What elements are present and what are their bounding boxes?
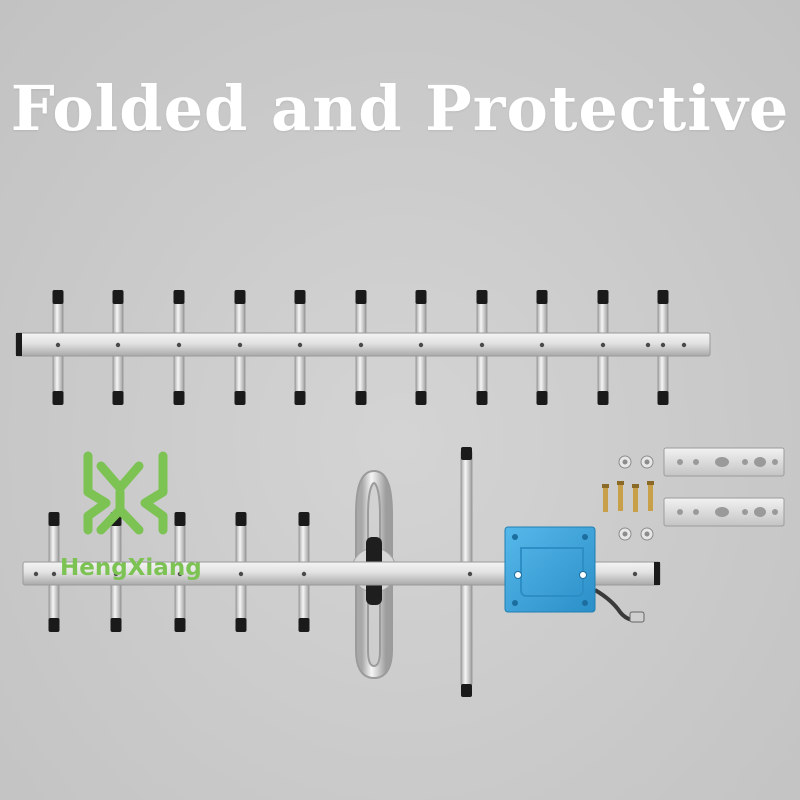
- boom-hole: [600, 342, 606, 348]
- boom-hole: [115, 342, 121, 348]
- folded-antenna-top: [15, 290, 711, 405]
- brand-logo: HengXiang: [60, 451, 202, 581]
- bolts: [602, 481, 654, 512]
- mounting-bracket-bottom: [663, 497, 785, 527]
- mounting-hardware: [602, 447, 785, 541]
- boom-hole: [33, 571, 39, 577]
- brand-name: HengXiang: [60, 555, 202, 581]
- boom-hole: [113, 571, 119, 577]
- boom-hole: [297, 342, 303, 348]
- boom-hole: [645, 342, 651, 348]
- boom-hole: [539, 342, 545, 348]
- boom-hole: [467, 571, 473, 577]
- boom-hole: [301, 571, 307, 577]
- boom-hole: [237, 342, 243, 348]
- hengxiang-logo-icon: [83, 451, 168, 535]
- bottom-boom-holes: [33, 571, 638, 577]
- feed-housing: [504, 526, 596, 613]
- top-boom-end-cap: [16, 333, 22, 356]
- boom-hole: [418, 342, 424, 348]
- boom-hole: [176, 342, 182, 348]
- boom-hole: [681, 342, 687, 348]
- bottom-element-rods: [48, 512, 310, 632]
- headline: Folded and Protective: [10, 72, 790, 145]
- boom-hole: [358, 342, 364, 348]
- boom-hole: [238, 571, 244, 577]
- boom-hole: [55, 342, 61, 348]
- bottom-boom-end-cap: [654, 562, 660, 585]
- mounting-bracket-top: [663, 447, 785, 477]
- element-rod: [234, 290, 246, 405]
- cable-connector: [629, 611, 645, 623]
- folded-antenna-bottom: [22, 447, 661, 697]
- boom-hole: [479, 342, 485, 348]
- boom-hole: [51, 571, 57, 577]
- boom-hole: [632, 571, 638, 577]
- nuts: [618, 455, 654, 541]
- top-boom-holes: [55, 342, 687, 348]
- boom-hole: [177, 571, 183, 577]
- boom-hole: [660, 342, 666, 348]
